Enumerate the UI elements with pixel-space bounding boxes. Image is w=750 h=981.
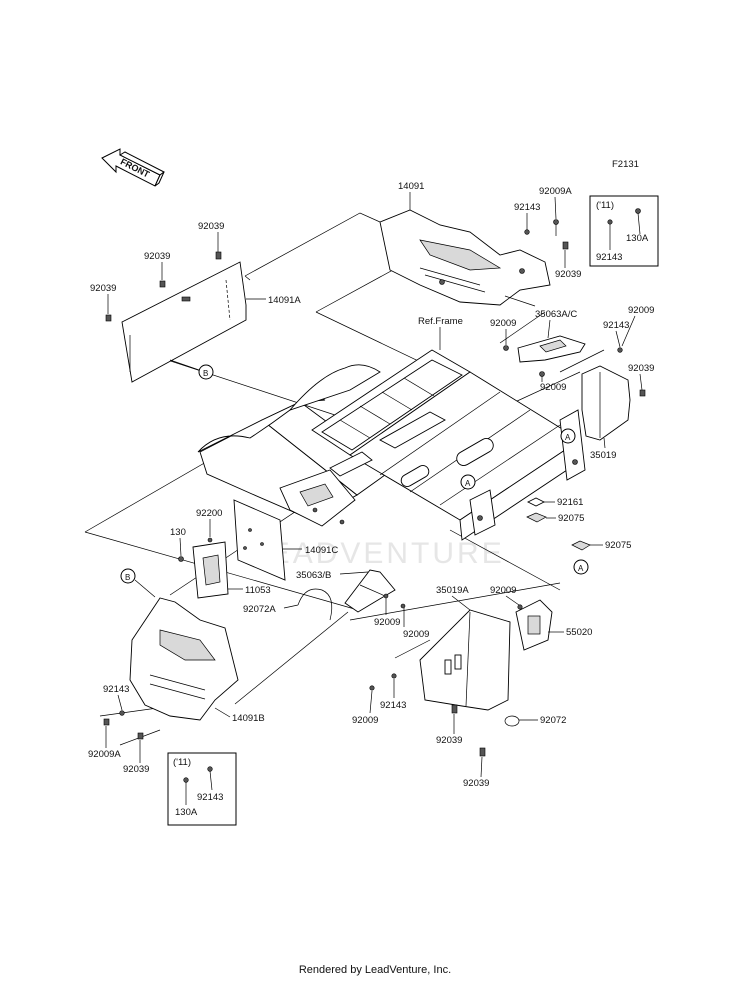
label-92039-top-right: 92039: [555, 269, 581, 280]
callout-a-lower: A: [573, 559, 589, 575]
part-14091b-fender: [103, 597, 239, 740]
label-92009-right: 92009: [628, 305, 654, 316]
label-92039-b3: 92039: [463, 778, 489, 789]
label-35019: 35019: [590, 450, 616, 461]
label-14091a: 14091A: [268, 295, 301, 306]
footer-credit: Rendered by LeadVenture, Inc.: [298, 964, 452, 976]
label-92039-b2: 92039: [436, 735, 462, 746]
inset-bottom-92143: 92143: [197, 792, 223, 803]
label-92161: 92161: [557, 497, 583, 508]
label-92009-b3: 92009: [490, 585, 516, 596]
label-92075-a: 92075: [558, 513, 584, 524]
inset-top-92143: 92143: [596, 252, 622, 263]
callout-a-lower-letter: A: [578, 564, 584, 573]
inset-top-130a: 130A: [626, 233, 649, 244]
callout-a-right-letter: A: [565, 433, 571, 442]
part-35019a-flap: [369, 604, 523, 757]
part-14091a-panel: [105, 251, 247, 383]
label-92009-b4: 92009: [352, 715, 378, 726]
inset-top-year: ('11): [596, 200, 614, 211]
part-35063b-bracket: [344, 569, 406, 613]
label-92143-b2: 92143: [380, 700, 406, 711]
label-11053: 11053: [245, 585, 271, 596]
label-92039-lower-left: 92039: [123, 764, 149, 775]
label-92039-left-a: 92039: [198, 221, 224, 232]
callout-b-lower: B: [120, 568, 136, 584]
label-35063b: 35063/B: [296, 570, 331, 581]
label-92039-right: 92039: [628, 363, 654, 374]
part-11053-bracket: [178, 537, 229, 599]
label-92009-mid-b: 92009: [540, 382, 566, 393]
part-14091-cover: [379, 209, 551, 306]
inset-bottom-130a: 130A: [175, 807, 198, 818]
label-92009-b2: 92009: [403, 629, 429, 640]
label-130: 130: [170, 527, 186, 538]
label-92072: 92072: [540, 715, 566, 726]
part-35063ac-bracket: [503, 335, 586, 382]
inset-2011-top: ('11) 130A 92143: [589, 195, 659, 267]
label-92075-b: 92075: [605, 540, 631, 551]
label-92039-left-b: 92039: [144, 251, 170, 262]
main-frame: [197, 349, 586, 541]
label-14091b: 14091B: [232, 713, 265, 724]
part-14091c-panel: [233, 499, 286, 581]
callout-a-center-letter: A: [465, 479, 471, 488]
label-14091c: 14091C: [305, 545, 338, 556]
label-92143-top: 92143: [514, 202, 540, 213]
label-14091: 14091: [398, 181, 424, 192]
label-92009a-lower: 92009A: [88, 749, 121, 760]
ref-frame-label: Ref.Frame: [418, 316, 463, 327]
label-55020: 55020: [566, 627, 592, 638]
inset-2011-bottom: ('11) 92143 130A: [167, 752, 237, 826]
inset-bottom-year: ('11): [173, 757, 191, 768]
part-55020-bracket: [515, 599, 553, 651]
label-92143-right: 92143: [603, 320, 629, 331]
callout-b-upper: B: [198, 364, 214, 380]
part-labels: 14091 92009A 92143 92039 92039 92039 920…: [88, 181, 654, 789]
label-92039-left-c: 92039: [90, 283, 116, 294]
front-arrow-icon: FRONT: [101, 148, 165, 187]
label-92200: 92200: [196, 508, 222, 519]
part-35019-flap: [581, 347, 646, 441]
label-92009-mid-a: 92009: [490, 318, 516, 329]
label-92009-b1: 92009: [374, 617, 400, 628]
figure-id: F2131: [612, 159, 639, 170]
label-92072a: 92072A: [243, 604, 276, 615]
label-35019a: 35019A: [436, 585, 469, 596]
callout-a-center: A: [460, 474, 476, 490]
label-92143-lower-left: 92143: [103, 684, 129, 695]
callout-b-upper-letter: B: [203, 369, 208, 378]
callout-b-lower-letter: B: [125, 573, 130, 582]
callout-a-right: A: [560, 428, 576, 444]
watermark-text: LEADVENTURE: [250, 537, 505, 570]
label-92009a-top: 92009A: [539, 186, 572, 197]
label-35063ac: 35063A/C: [535, 309, 577, 320]
